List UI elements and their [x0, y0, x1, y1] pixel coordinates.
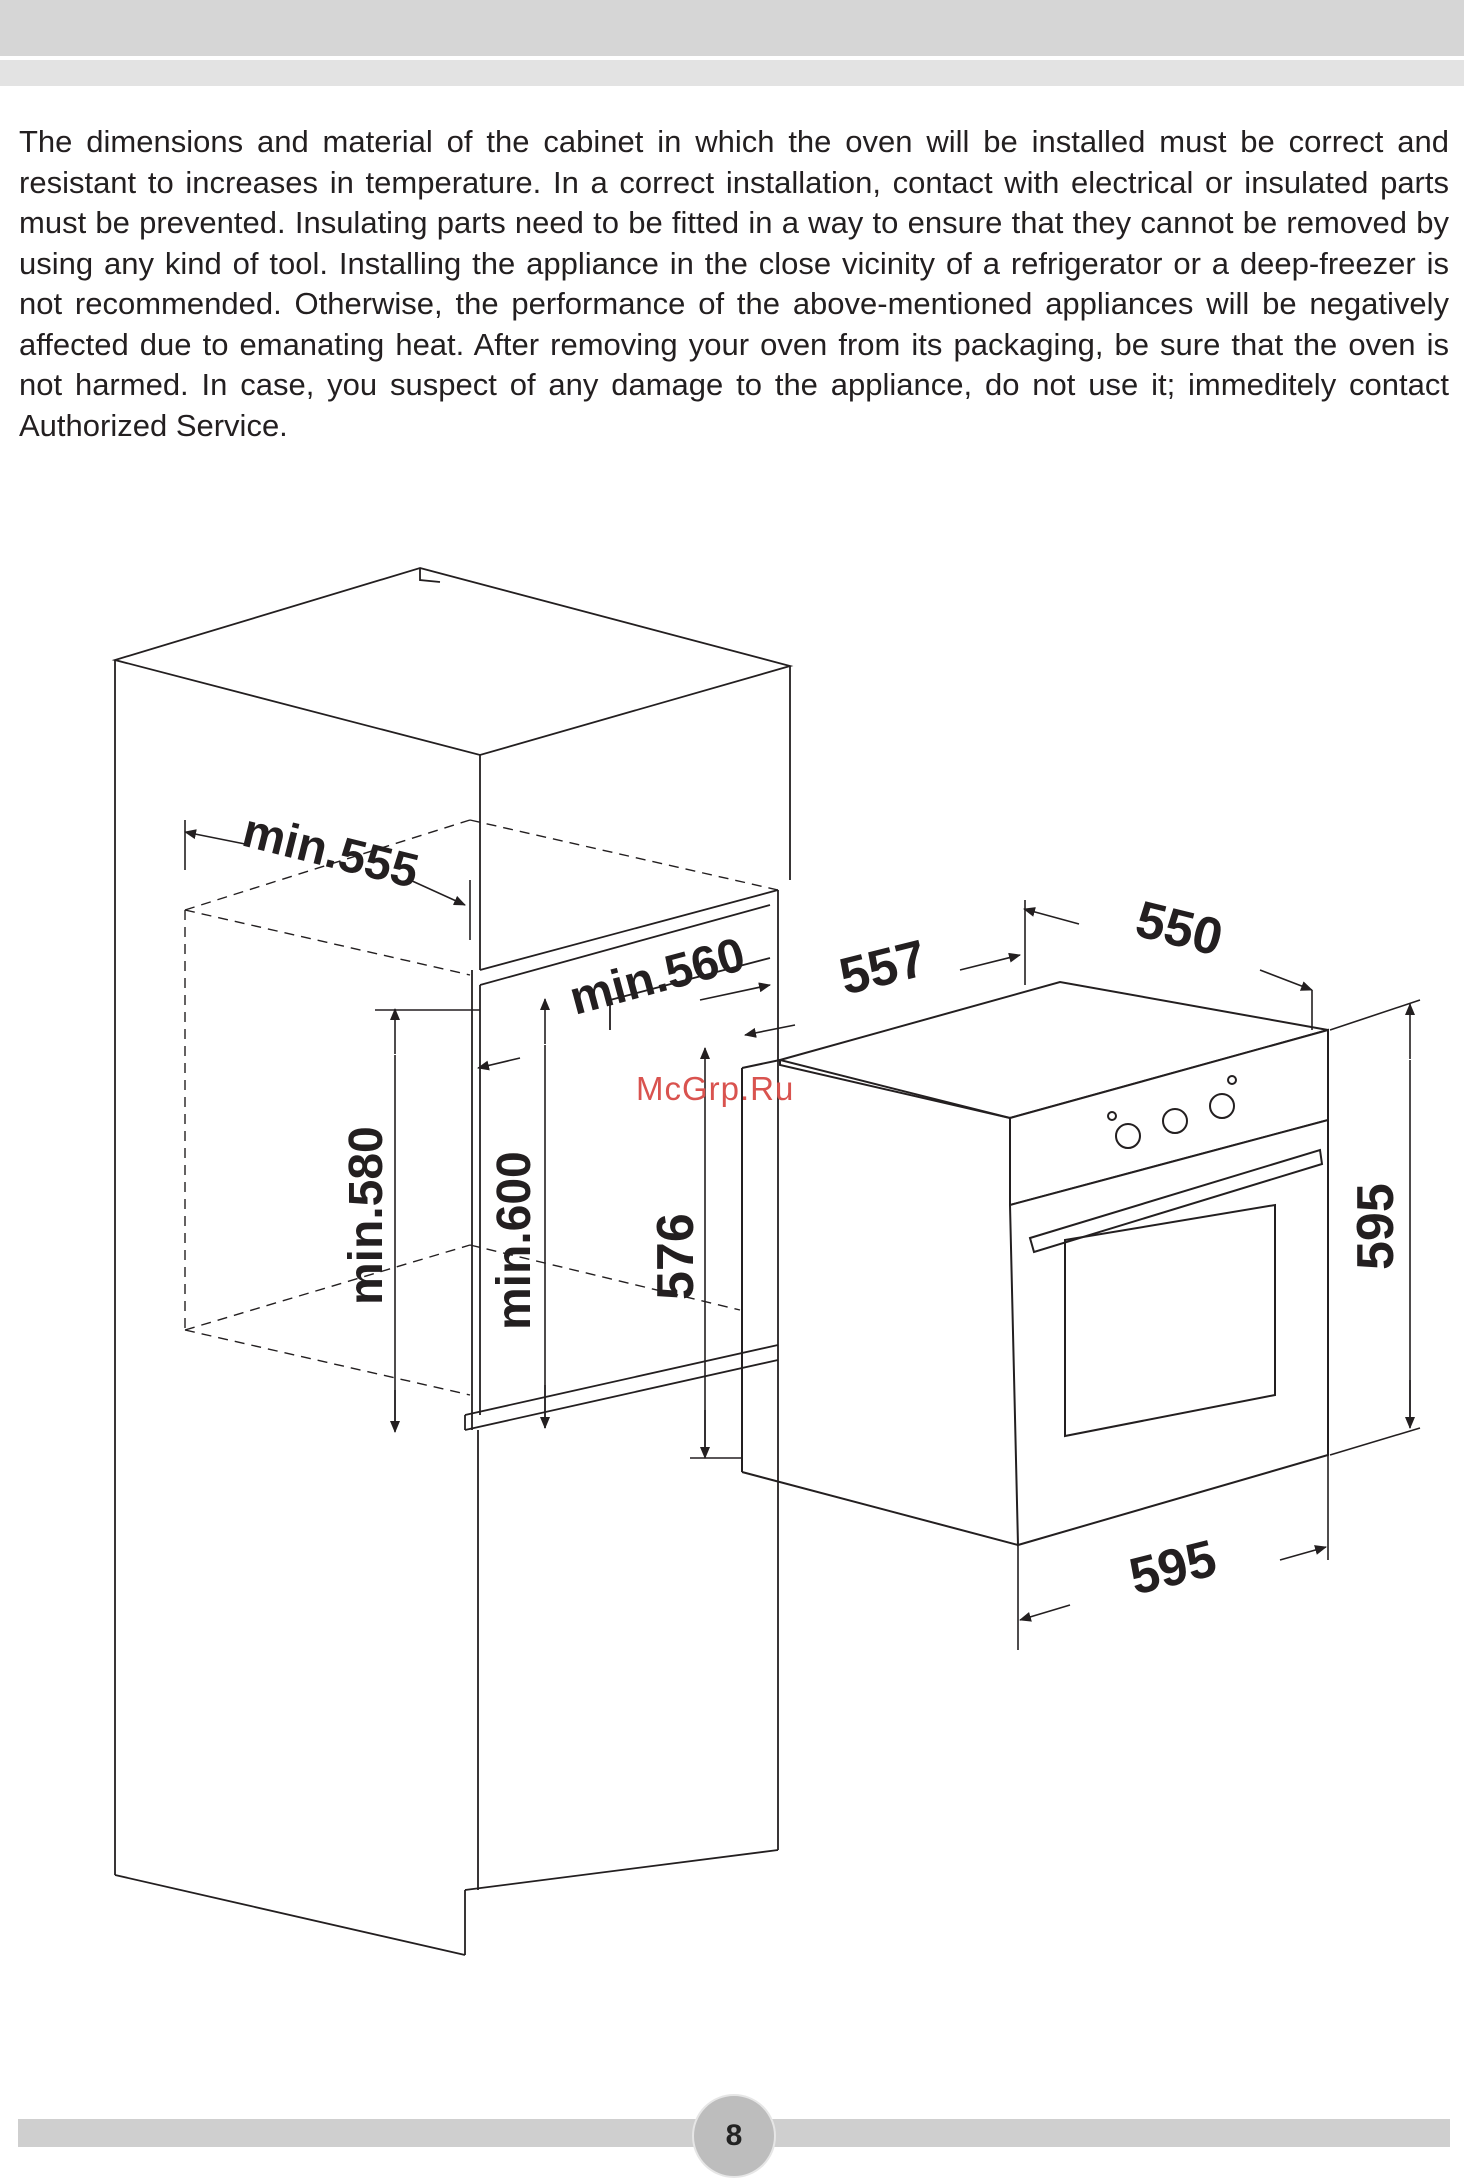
dim-min600: min.600 [488, 1151, 541, 1330]
page-number: 8 [725, 2119, 743, 2152]
cabinet-drawing [111, 567, 794, 1956]
knob-3 [1209, 1093, 1235, 1119]
door-handle [1028, 1148, 1324, 1254]
dim-595-width: 595 [1124, 1529, 1222, 1606]
dim-min560: min.560 [564, 928, 750, 1025]
dim-557: 557 [834, 929, 932, 1006]
dim-595-height: 595 [1347, 1183, 1405, 1270]
knob-1 [1115, 1123, 1141, 1149]
dim-550: 550 [1130, 890, 1228, 967]
dim-576: 576 [647, 1213, 705, 1300]
dim-min555: min.555 [237, 804, 423, 899]
installation-paragraph: The dimensions and material of the cabin… [19, 124, 1449, 443]
header-band [0, 0, 1464, 56]
dim-min580: min.580 [340, 1126, 393, 1305]
oven-drawing [741, 980, 1329, 1547]
knob-2 [1162, 1108, 1188, 1134]
header-subband [0, 60, 1464, 86]
cabinet-top [111, 567, 794, 756]
installation-diagram: min.555 min.560 min.580 min.600 576 557 … [111, 567, 1421, 1956]
oven-window [1064, 1203, 1276, 1438]
page-badge: 8 [692, 2094, 776, 2178]
watermark: McGrp.Ru [636, 1070, 795, 1107]
